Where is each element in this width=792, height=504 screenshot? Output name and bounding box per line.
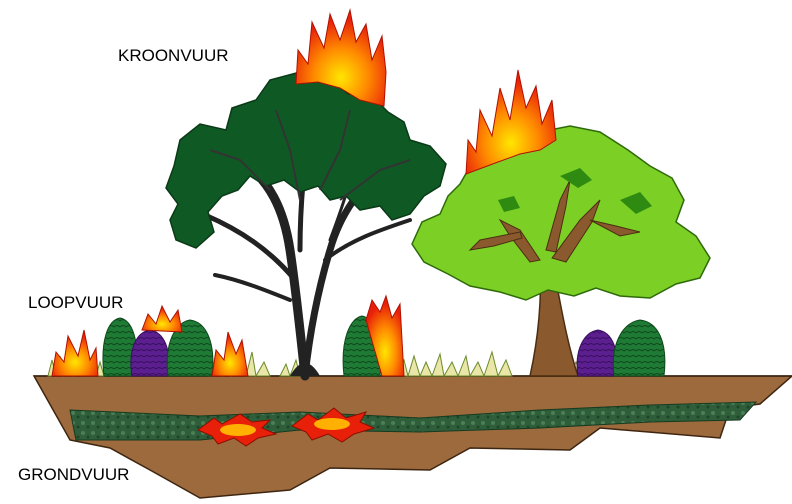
dark-tree — [166, 72, 446, 376]
label-crown-fire: KROONVUUR — [118, 46, 229, 65]
label-surface-fire: LOOPVUUR — [28, 293, 123, 312]
soil-profile — [34, 376, 792, 498]
label-ground-fire: GRONDVUUR — [18, 465, 129, 484]
shrub-5-purple — [577, 330, 617, 376]
surface-fire-1 — [52, 330, 98, 376]
surface-fire-3 — [212, 332, 248, 376]
shrub-6 — [613, 320, 665, 376]
light-tree — [412, 126, 710, 376]
surface-fire-2 — [142, 306, 182, 332]
shrub-2-purple — [131, 330, 169, 376]
